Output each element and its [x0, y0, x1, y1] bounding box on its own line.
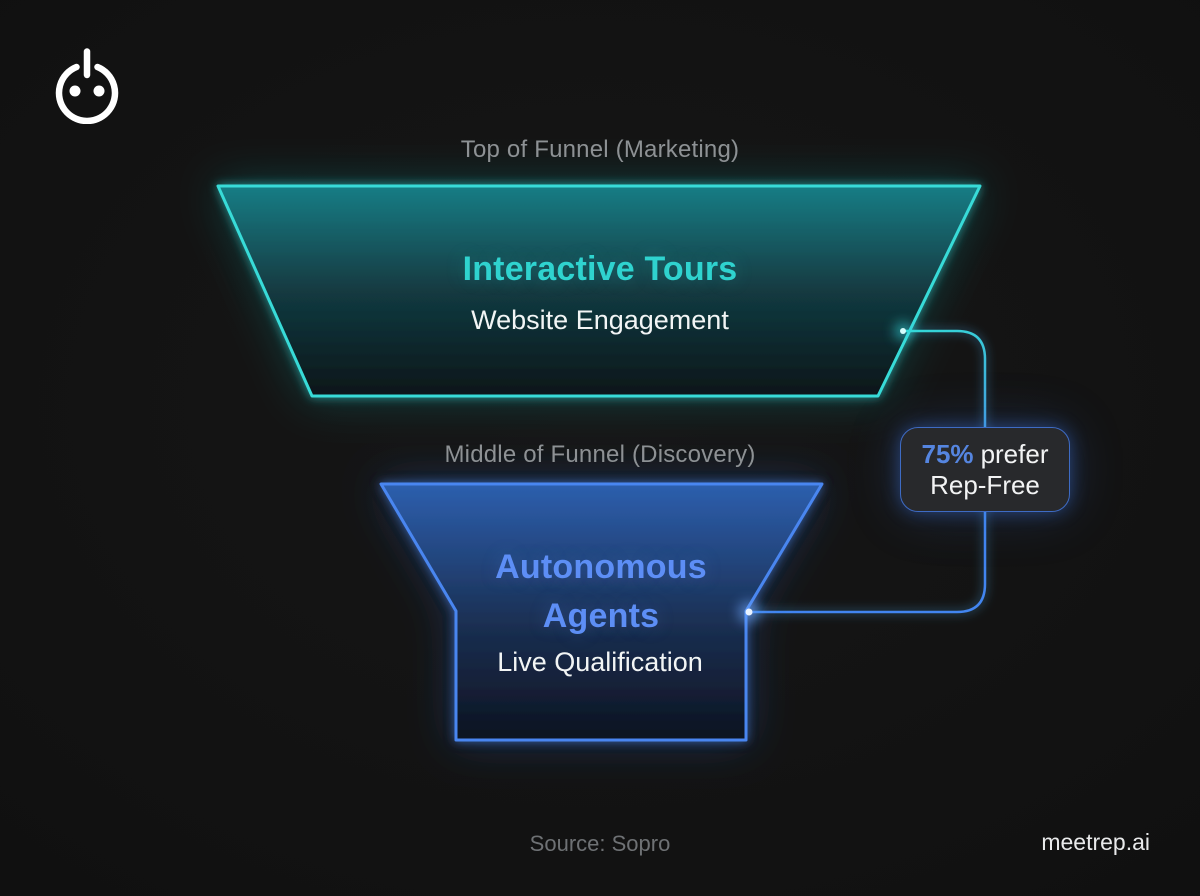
middle-stage-title: Autonomous Agents [495, 548, 707, 635]
source-attribution: Source: Sopro [529, 831, 671, 856]
stat-line2: Rep-Free [930, 469, 1040, 500]
connector-end-spark [745, 608, 753, 616]
brand-wordmark: meetrep.ai [1041, 829, 1150, 855]
middle-funnel-shape [379, 482, 824, 742]
top-stage-subtitle: Website Engagement [471, 305, 729, 335]
top-stage-label: Top of Funnel (Marketing) [460, 136, 740, 163]
connector-start-spark [900, 328, 906, 334]
power-button-face-icon [55, 48, 119, 125]
top-stage-title: Interactive Tours [462, 250, 738, 288]
stat-line1: 75%prefer [922, 439, 1049, 470]
top-funnel-shape [216, 184, 982, 398]
stat-suffix: prefer [980, 438, 1049, 469]
stat-value: 75% [921, 438, 974, 469]
middle-stage-subtitle: Live Qualification [497, 647, 703, 677]
brand-logo [50, 48, 124, 125]
stat-callout-badge: 75%prefer Rep-Free [900, 427, 1070, 512]
middle-stage-label: Middle of Funnel (Discovery) [444, 441, 756, 468]
